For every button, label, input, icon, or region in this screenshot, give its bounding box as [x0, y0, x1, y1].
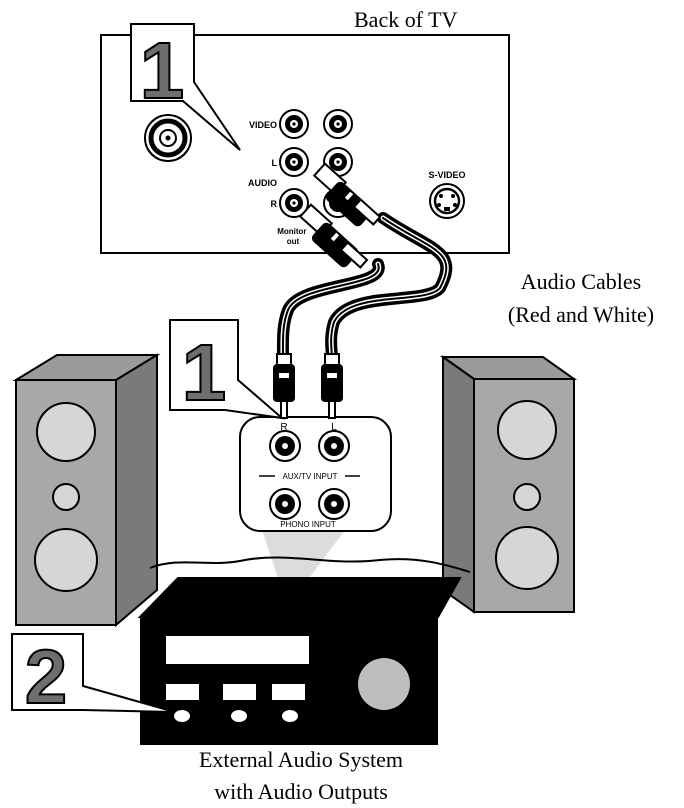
system-button-1 — [166, 684, 199, 700]
tv-title-label: Back of TV — [354, 7, 458, 32]
aux-l-jack — [318, 430, 350, 462]
phono-l-jack — [318, 488, 350, 520]
aux-r-jack — [269, 430, 301, 462]
system-step-badge: 2 — [11, 633, 176, 721]
panel-l-label: L — [331, 422, 337, 433]
system-knob-1 — [174, 710, 190, 722]
tv-plug-right — [298, 203, 369, 269]
phono-input-label: PHONO INPUT — [280, 520, 336, 529]
panel-step-number: 1 — [182, 328, 227, 417]
monitor-out-line1: Monitor — [277, 227, 306, 236]
panel-step-badge: 1 — [169, 319, 286, 420]
system-button-2 — [223, 684, 256, 700]
system-button-3 — [272, 684, 305, 700]
video-jack-2 — [323, 109, 353, 139]
monitor-out-label: Monitor out — [277, 227, 309, 246]
tv-step-number: 1 — [140, 26, 185, 115]
audio-l-label: L — [272, 158, 278, 168]
right-speaker — [439, 355, 578, 614]
left-speaker — [12, 353, 161, 628]
cables-label-line1: Audio Cables — [521, 269, 641, 294]
audio-system — [137, 556, 471, 745]
system-label-line2: with Audio Outputs — [214, 779, 388, 804]
audio-cables — [276, 162, 453, 362]
video-jack-1 — [279, 109, 309, 139]
tv-step-badge: 1 — [130, 23, 241, 151]
audio-r-jack-1 — [279, 188, 309, 218]
audio-r-label: R — [271, 199, 278, 209]
system-knob-2 — [231, 710, 247, 722]
audio-l-jack-1 — [279, 147, 309, 177]
video-label: VIDEO — [249, 120, 277, 130]
s-video-label: S-VIDEO — [428, 170, 465, 180]
system-knob-3 — [282, 710, 298, 722]
display-window — [166, 636, 309, 664]
audio-label: AUDIO — [248, 178, 277, 188]
panel-plug-r — [273, 353, 295, 419]
monitor-out-line2: out — [287, 237, 300, 246]
tv-plug-left — [312, 162, 382, 227]
panel-plug-l — [321, 353, 343, 419]
phono-r-jack — [269, 488, 301, 520]
antenna-connector-icon — [144, 114, 192, 162]
volume-knob-icon — [358, 658, 410, 710]
s-video-connector-icon — [429, 183, 465, 219]
aux-input-panel: R L AUX/TV INPUT PHONO INPUT — [239, 353, 392, 532]
system-step-number: 2 — [25, 635, 67, 720]
system-label-line1: External Audio System — [199, 747, 403, 772]
panel-r-label: R — [280, 422, 287, 433]
cables-label-line2: (Red and White) — [508, 302, 654, 327]
callout-ray — [262, 530, 345, 590]
aux-tv-input-label: AUX/TV INPUT — [282, 472, 337, 481]
